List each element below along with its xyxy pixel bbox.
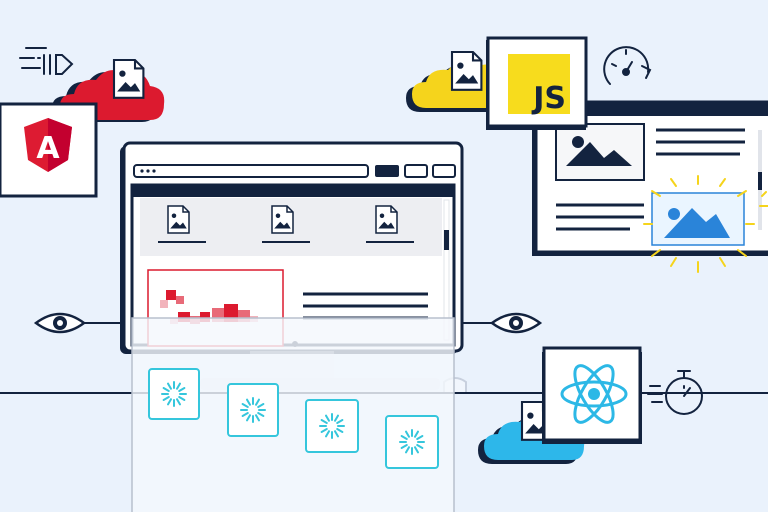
stopwatch-icon bbox=[647, 370, 703, 415]
loading-spinner-icon bbox=[227, 383, 279, 437]
angular-glyph: A bbox=[36, 131, 60, 166]
scrollbar-thumb[interactable] bbox=[444, 230, 449, 250]
loading-spinner-icon bbox=[305, 399, 359, 453]
eye-icon bbox=[490, 312, 542, 334]
highlighted-image bbox=[643, 175, 768, 273]
js-label: JS bbox=[531, 81, 566, 116]
eye-icon bbox=[34, 312, 86, 334]
toolbar-button[interactable] bbox=[404, 164, 428, 178]
image-placeholder-icon bbox=[262, 205, 310, 243]
image-placeholder-icon bbox=[158, 205, 206, 243]
loading-spinner-icon bbox=[385, 415, 439, 469]
secondary-browser-window bbox=[532, 100, 768, 273]
toolbar-button[interactable] bbox=[432, 164, 456, 178]
loading-spinner-icon bbox=[148, 368, 200, 420]
image-placeholder-icon bbox=[366, 205, 414, 243]
angular-logo-icon: A bbox=[0, 102, 98, 198]
react-logo-icon bbox=[542, 346, 642, 444]
toolbar-button[interactable] bbox=[375, 165, 399, 177]
monitor bbox=[120, 141, 464, 354]
speedometer-icon bbox=[603, 46, 652, 85]
fast-forward-lines-icon bbox=[19, 47, 74, 75]
javascript-logo-icon: JS bbox=[486, 36, 588, 130]
address-bar[interactable] bbox=[133, 164, 369, 178]
